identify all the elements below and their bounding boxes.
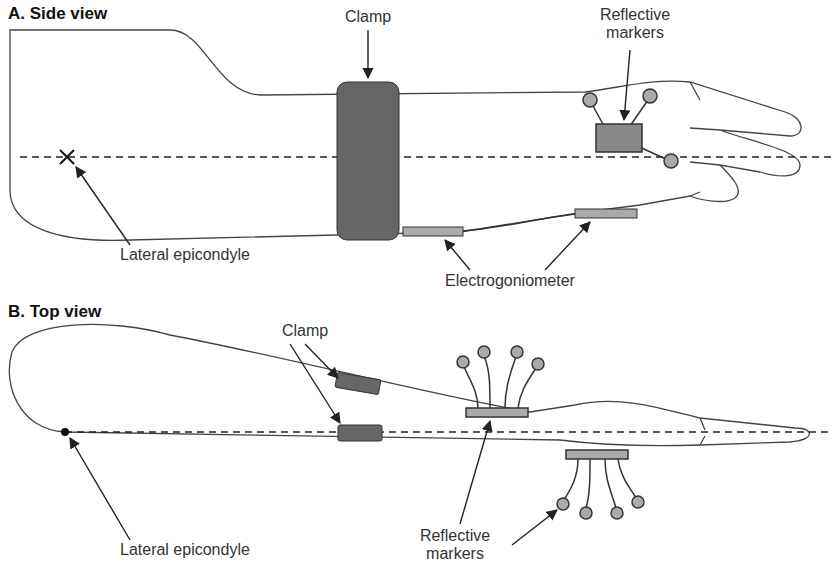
part-label: Clamp bbox=[318, 8, 418, 26]
part-label: Electrogoniometer bbox=[400, 272, 620, 290]
part-label: Reflective markers bbox=[580, 6, 690, 43]
part-label: Reflective markers bbox=[400, 527, 510, 564]
part-label: Lateral epicondyle bbox=[120, 246, 320, 264]
panel-title: A. Side view bbox=[8, 4, 208, 24]
part-label: Clamp bbox=[255, 322, 355, 340]
panel-title: B. Top view bbox=[8, 302, 208, 322]
part-label: Lateral epicondyle bbox=[120, 541, 320, 559]
